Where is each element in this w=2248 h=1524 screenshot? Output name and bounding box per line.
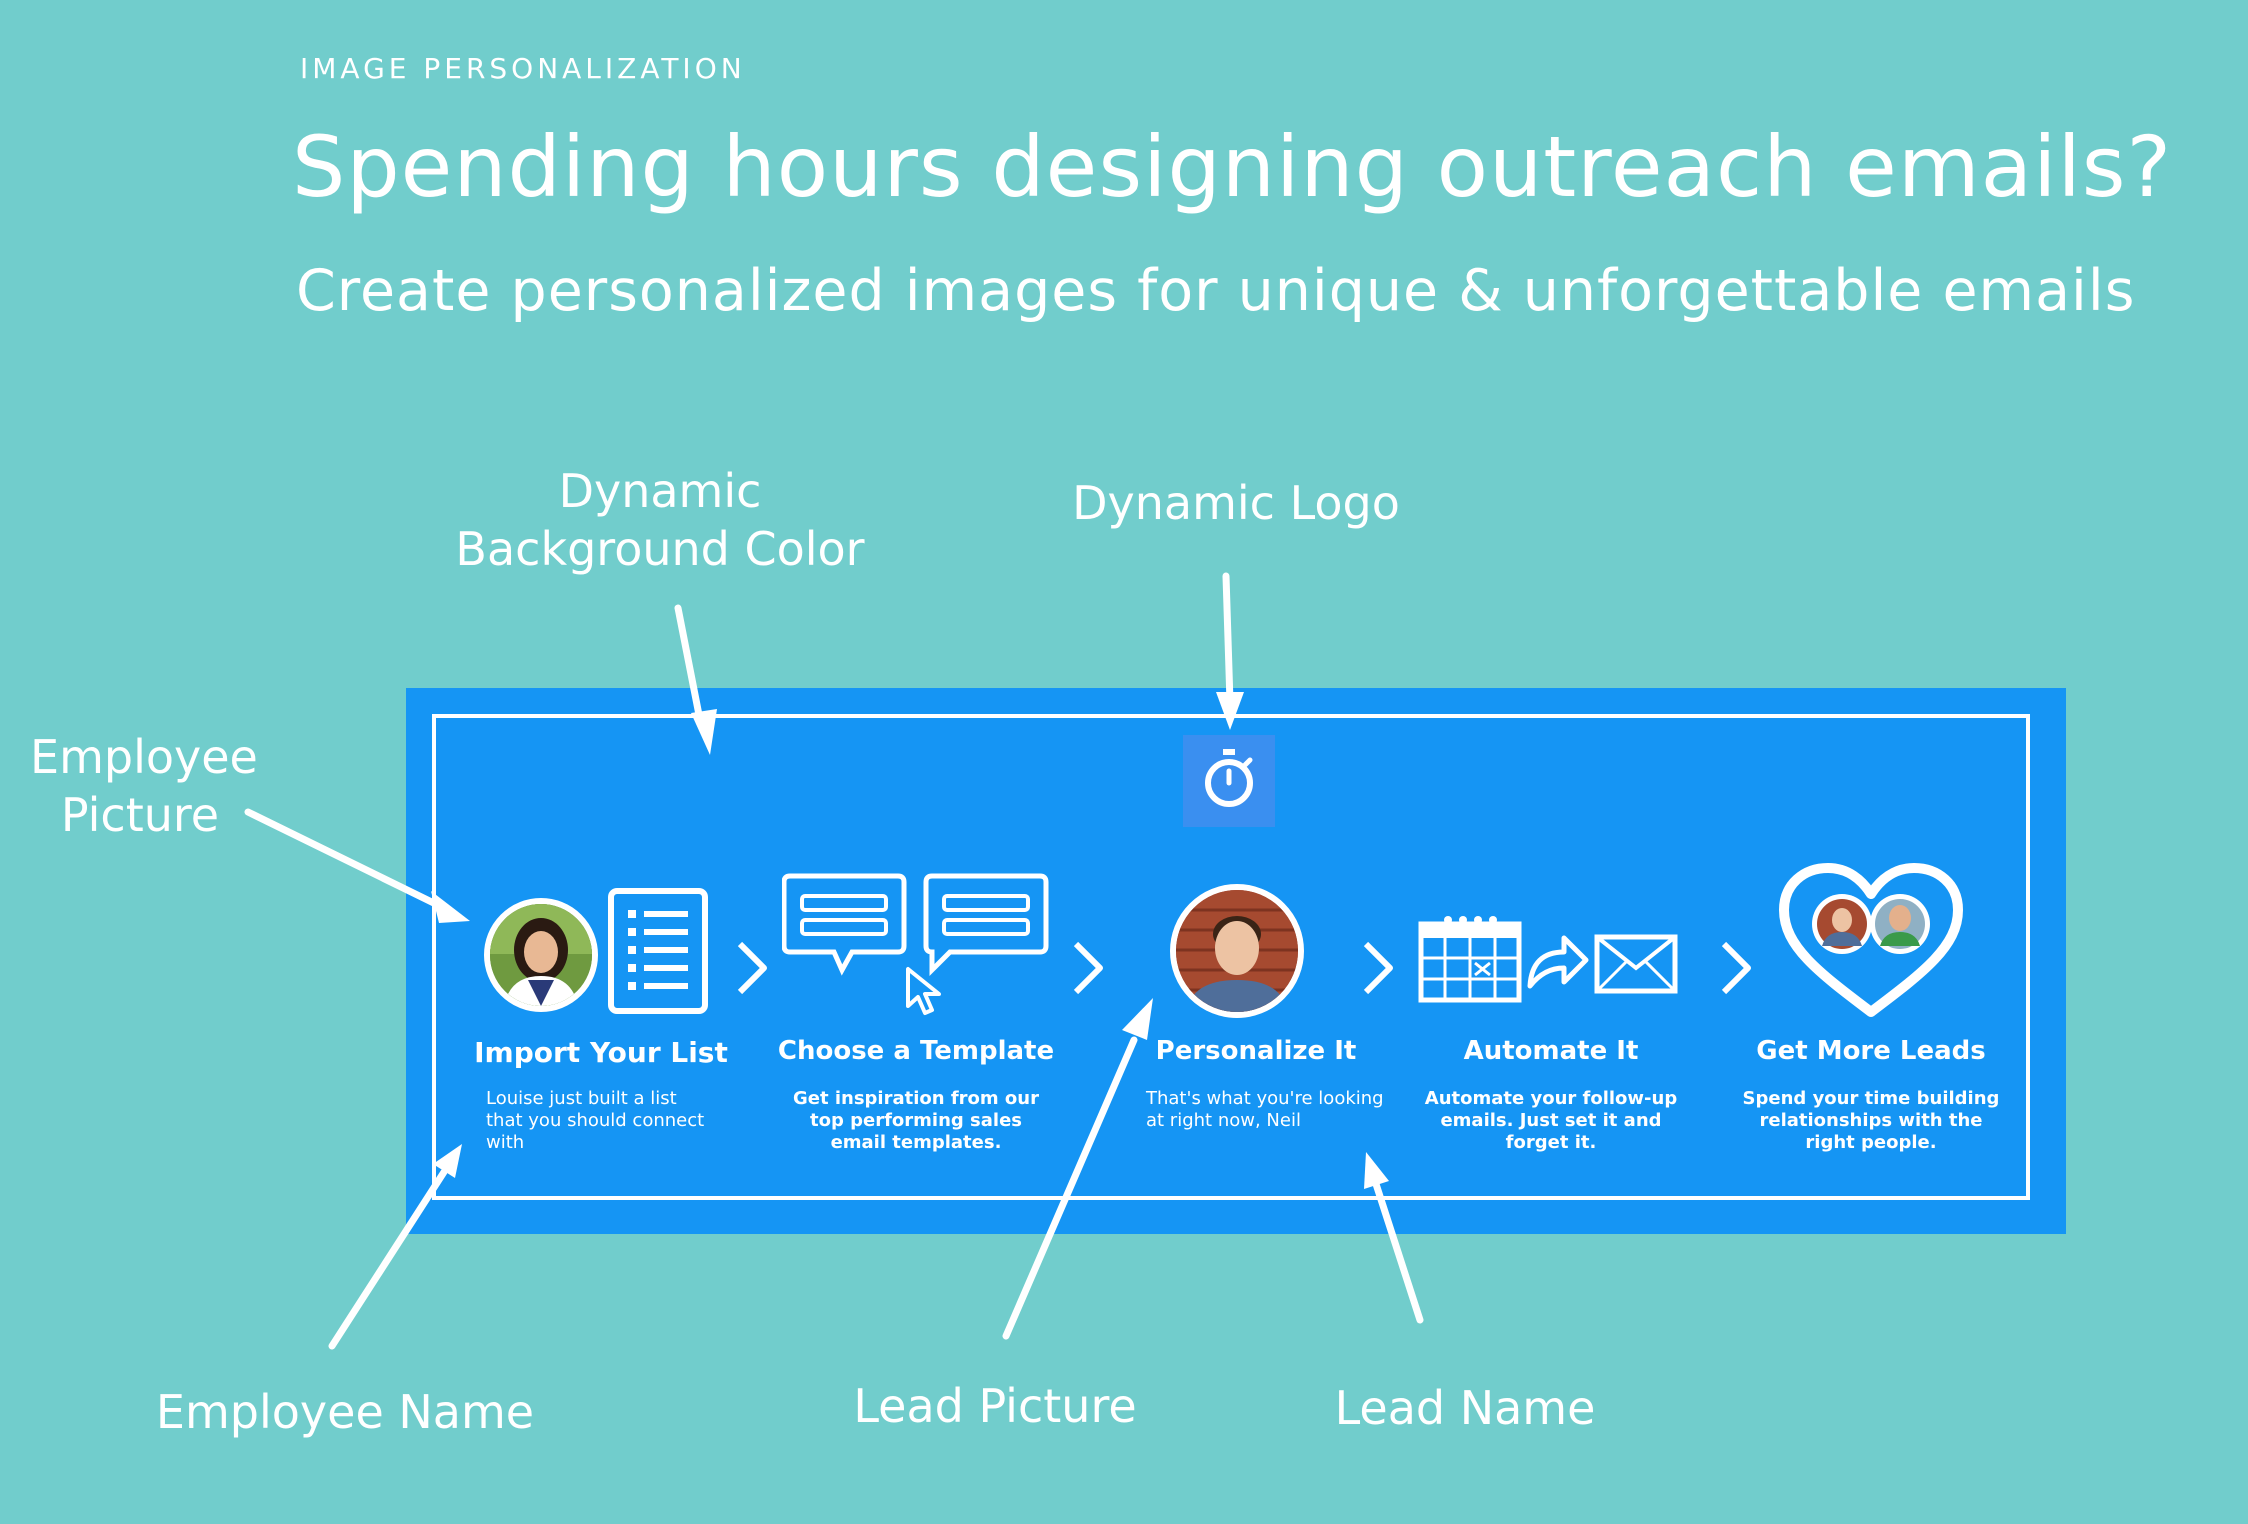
headline: Spending hours designing outreach emails… [292,118,2173,216]
arrowhead-dynamic-logo [1216,692,1244,730]
arrowhead-dynamic-background [691,709,717,755]
checklist-icon [608,888,708,1014]
step-desc-personalize: That's what you're looking at right now,… [1146,1088,1384,1131]
step-desc-template: Get inspiration from our top performing … [792,1088,1039,1153]
step-title-leads: Get More Leads [1756,1036,1986,1066]
callout-employee-name: Employee Name [155,1385,535,1439]
share-arrow-icon [1527,935,1589,989]
step-title-template: Choose a Template [777,1036,1055,1066]
callout-employee-picture: Employee Picture [30,730,258,842]
cursor-icon [906,967,941,1015]
callout-dynamic-logo: Dynamic Logo [1072,476,1400,530]
step-title-personalize: Personalize It [1155,1036,1357,1066]
step-desc-import: Louise just built a list that you should… [486,1088,705,1153]
arrow-lead-picture [1002,1036,1138,1340]
chevron-right-icon [1721,941,1751,995]
employee-picture [484,898,598,1012]
arrowhead-lead-picture [1122,998,1153,1040]
lead-avatar-illustration [1176,890,1298,1012]
step-title-automate: Automate It [1463,1036,1639,1066]
arrow-employee-name [328,1168,448,1350]
calendar-icon [1418,916,1522,1003]
eyebrow-label: IMAGE PERSONALIZATION [300,52,746,85]
arrow-employee-picture [244,808,452,914]
arrow-dynamic-background [674,604,704,724]
step-title-import: Import Your List [474,1036,728,1069]
dynamic-logo-badge [1183,735,1275,827]
chevron-right-icon [737,941,767,995]
subheadline: Create personalized images for unique & … [296,258,2136,324]
step-desc-automate: Automate your follow-up emails. Just set… [1424,1088,1678,1153]
callout-dynamic-background: Dynamic Background Color [455,464,865,576]
arrowhead-employee-name [433,1144,462,1178]
personalized-image-panel: Import Your List Louise just built a lis… [406,688,2066,1234]
callout-lead-picture: Lead Picture [853,1379,1137,1433]
chevron-right-icon [1363,941,1393,995]
lead-picture [1170,884,1304,1018]
chat-bubbles-icon [782,873,1049,977]
chevron-right-icon [1073,941,1103,995]
arrow-dynamic-logo [1222,572,1234,706]
callout-lead-name: Lead Name [1334,1381,1596,1435]
heart-icon [1779,863,1963,1017]
step-desc-leads: Spend your time building relationships w… [1742,1088,2000,1153]
arrowhead-employee-picture [431,891,470,923]
arrowhead-lead-name [1364,1152,1389,1189]
stopwatch-icon [1205,749,1253,807]
arrow-lead-name [1372,1180,1424,1324]
envelope-icon [1594,934,1678,994]
